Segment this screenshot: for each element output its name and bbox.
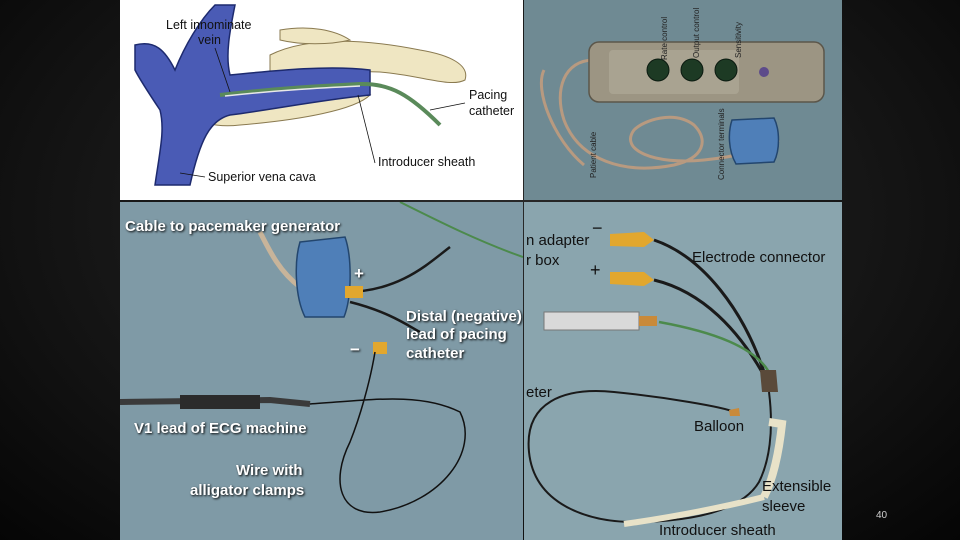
label-balloon: Balloon [694, 418, 745, 435]
connection-photo-panel: Cable to pacemaker generator + − Distal … [120, 202, 523, 540]
long-catheter-loop [527, 390, 772, 524]
page-number: 40 [876, 510, 888, 521]
catheter-line [219, 81, 442, 127]
yellow-connector-minus [610, 232, 654, 247]
output-knob [680, 58, 704, 82]
connection-illustration [120, 202, 523, 514]
alligator-wire [309, 351, 466, 514]
sensitivity-knob [714, 58, 738, 82]
black-lead-a [653, 238, 766, 373]
vein-shape [134, 4, 371, 186]
label-electrode-connector: Electrode connector [692, 249, 826, 266]
syringe [543, 311, 640, 331]
label-v1-lead: V1 lead of ECG machine [134, 420, 307, 437]
label-adapter-2: r box [526, 252, 560, 269]
anatomy-diagram-panel: Left innominate vein Pacing catheter Int… [120, 0, 523, 200]
green-wire [399, 202, 523, 258]
label-distal-1: Distal (negative) [406, 308, 522, 325]
green-catheter [658, 320, 771, 373]
label-wire-2: alligator clamps [190, 482, 305, 499]
introducer-sheath [623, 494, 765, 527]
label-introducer-sheath: Introducer sheath [378, 155, 476, 169]
label-connector-terminals: Connector terminals [717, 108, 726, 180]
symbol-plus: + [590, 260, 601, 280]
connector-box [295, 236, 351, 318]
label-wire-1: Wire with [236, 462, 303, 479]
label-pacing-1: Pacing [469, 88, 508, 102]
label-extensible-1: Extensible [762, 478, 832, 495]
generator-photo-panel: Rate control Output control Sensitivity … [524, 0, 842, 200]
connector-box [728, 117, 780, 165]
label-rate-control: Rate control [660, 16, 669, 60]
label-catheter-fragment: eter [526, 384, 552, 401]
label-patient-cable: Patient cable [589, 131, 598, 178]
generator-illustration [539, 41, 825, 170]
catheter-illustration [527, 232, 787, 527]
symbol-minus: − [350, 340, 360, 359]
black-lead-2 [349, 300, 421, 334]
label-distal-2: lead of pacing [406, 326, 507, 343]
yellow-connector-plus [610, 272, 654, 286]
electrode-connector [760, 370, 778, 392]
yellow-clip-plus [345, 286, 363, 298]
label-extensible-2: sleeve [762, 498, 806, 515]
label-output-control: Output control [692, 7, 701, 58]
cable-from-generator [257, 230, 302, 289]
label-innominate-1: Left innominate [166, 18, 252, 32]
v1-clip [180, 395, 260, 409]
symbol-minus: − [592, 218, 603, 238]
anatomy-illustration [134, 4, 467, 186]
label-pacing-2: catheter [469, 104, 515, 118]
label-distal-3: catheter [406, 345, 465, 362]
label-introducer-sheath: Introducer sheath [659, 522, 776, 539]
label-cable-to-pacemaker: Cable to pacemaker generator [125, 218, 341, 235]
extensible-sleeve [760, 418, 787, 499]
rate-knob [646, 58, 670, 82]
ecg-lead [120, 396, 311, 407]
label-sensitivity: Sensitivity [734, 21, 743, 58]
patient-cable [558, 58, 780, 170]
bone-upper [279, 27, 352, 45]
yellow-clip-minus [373, 342, 387, 354]
sheath-line [224, 85, 361, 97]
label-superior-vena-cava: Superior vena cava [208, 170, 316, 184]
label-adapter-1: n adapter [526, 232, 590, 249]
balloon [729, 408, 740, 416]
catheter-photo-panel: n adapter r box − + Electrode connector … [524, 202, 842, 540]
black-lead-b [653, 278, 764, 373]
symbol-plus: + [354, 264, 364, 283]
label-innominate-2: vein [198, 33, 221, 47]
